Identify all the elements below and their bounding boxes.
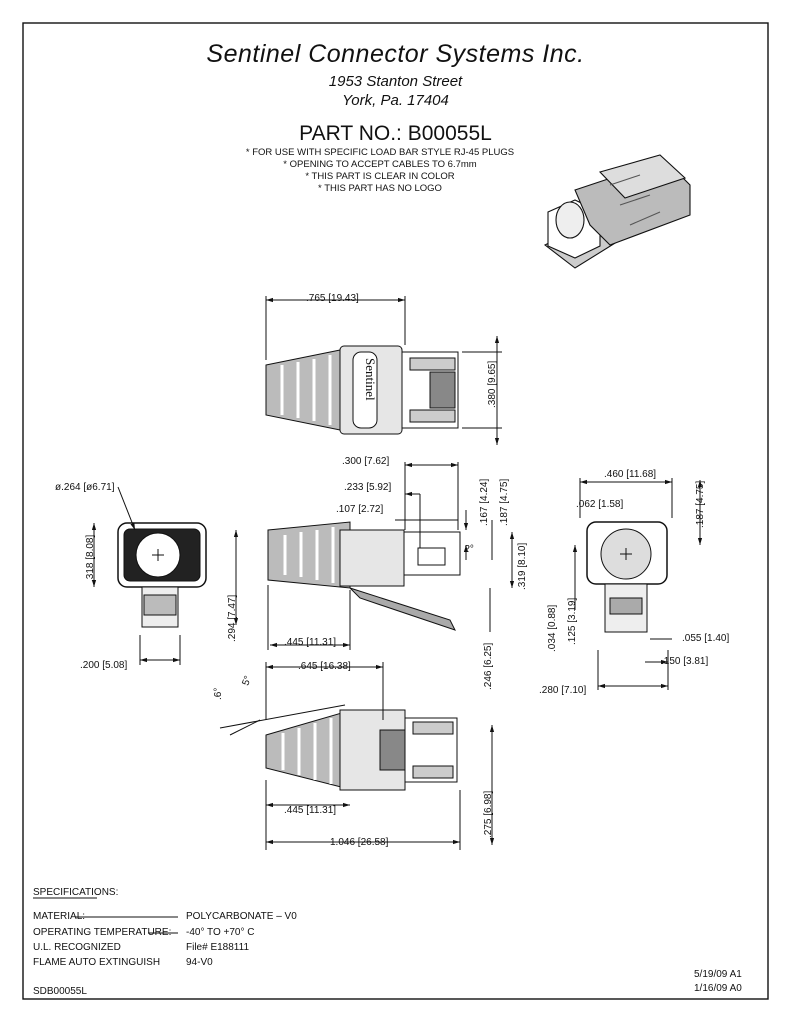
dim-1046: 1.046 [26.58] bbox=[330, 837, 389, 848]
dim-294: .294 [7.47] bbox=[227, 594, 238, 642]
bottom-view bbox=[219, 662, 495, 850]
note-3: * THIS PART IS CLEAR IN COLOR bbox=[305, 171, 455, 182]
dim-062: .062 [1.58] bbox=[576, 499, 624, 510]
spec-value-material: POLYCARBONATE – V0 bbox=[186, 911, 297, 922]
dim-top-length: .765 [19.43] bbox=[306, 293, 359, 304]
dim-167: .167 [4.24] bbox=[479, 478, 490, 526]
spec-value-temperature: -40° TO +70° C bbox=[186, 927, 255, 938]
part-number: PART NO.: B00055L bbox=[0, 123, 791, 144]
note-2: * OPENING TO ACCEPT CABLES TO 6.7mm bbox=[283, 159, 477, 170]
dim-445-side: .445 [11.31] bbox=[284, 637, 337, 648]
spec-label-temperature: OPERATING TEMPERATURE: bbox=[33, 927, 172, 938]
part-number-value: B00055L bbox=[407, 122, 492, 145]
dim-150: .150 [3.81] bbox=[661, 656, 709, 667]
dim-2deg: 2° bbox=[464, 544, 474, 555]
dim-460: .460 [11.68] bbox=[604, 469, 657, 480]
dim-diameter-264: ø.264 [ø6.71] bbox=[55, 482, 115, 493]
address-line-1: 1953 Stanton Street bbox=[328, 73, 463, 90]
sheet-border bbox=[22, 22, 769, 1000]
dim-445-bottom: .445 [11.31] bbox=[284, 805, 337, 816]
front-view bbox=[91, 486, 207, 665]
dim-187-right: .187 [4.75] bbox=[695, 480, 706, 528]
company-name: Sentinel Connector Systems Inc. bbox=[206, 40, 585, 68]
spec-label-flame: FLAME AUTO EXTINGUISH bbox=[33, 957, 161, 968]
dim-246: .246 [6.25] bbox=[483, 642, 494, 690]
revision-a0: 1/16/09 A0 bbox=[694, 983, 742, 994]
address-line-2: York, Pa. 17404 bbox=[342, 92, 449, 109]
dim-055: .055 [1.40] bbox=[682, 633, 730, 644]
dim-034: .034 [0.88] bbox=[547, 604, 558, 652]
spec-value-ul: File# E188111 bbox=[186, 942, 250, 953]
spec-label-ul: U.L. RECOGNIZED bbox=[33, 942, 121, 953]
spec-heading: SPECIFICATIONS: bbox=[33, 887, 119, 898]
dim-275: .275 [6.98] bbox=[483, 790, 494, 838]
dim-233: .233 [5.92] bbox=[344, 482, 392, 493]
revision-a1: 5/19/09 A1 bbox=[694, 969, 742, 980]
dim-645: .645 [16.38] bbox=[298, 661, 351, 672]
note-1: * FOR USE WITH SPECIFIC LOAD BAR STYLE R… bbox=[245, 147, 515, 158]
note-4: * THIS PART HAS NO LOGO bbox=[318, 183, 442, 194]
right-view bbox=[572, 478, 703, 690]
dim-200: .200 [5.08] bbox=[80, 660, 128, 671]
dim-319: .319 [8.10] bbox=[517, 542, 528, 590]
dim-125: .125 [3.19] bbox=[567, 597, 578, 645]
dim-6deg: .6° bbox=[213, 687, 224, 700]
dim-107: .107 [2.72] bbox=[336, 504, 384, 515]
drawing-number: SDB00055L bbox=[33, 986, 87, 997]
dim-187: .187 [4.75] bbox=[499, 478, 510, 526]
top-view bbox=[265, 296, 502, 445]
spec-label-material: MATERIAL: bbox=[33, 911, 86, 922]
dim-280: .280 [7.10] bbox=[539, 685, 587, 696]
side-view bbox=[233, 462, 515, 650]
dim-top-height: .380 [9.65] bbox=[487, 360, 498, 408]
dim-318: .318 [8.08] bbox=[85, 534, 96, 582]
dim-300: .300 [7.62] bbox=[342, 456, 390, 467]
boot-logo-text: Sentinel bbox=[363, 358, 378, 401]
part-number-label: PART NO.: bbox=[299, 122, 402, 145]
spec-value-flame: 94-V0 bbox=[186, 957, 213, 968]
isometric-view bbox=[543, 154, 691, 269]
